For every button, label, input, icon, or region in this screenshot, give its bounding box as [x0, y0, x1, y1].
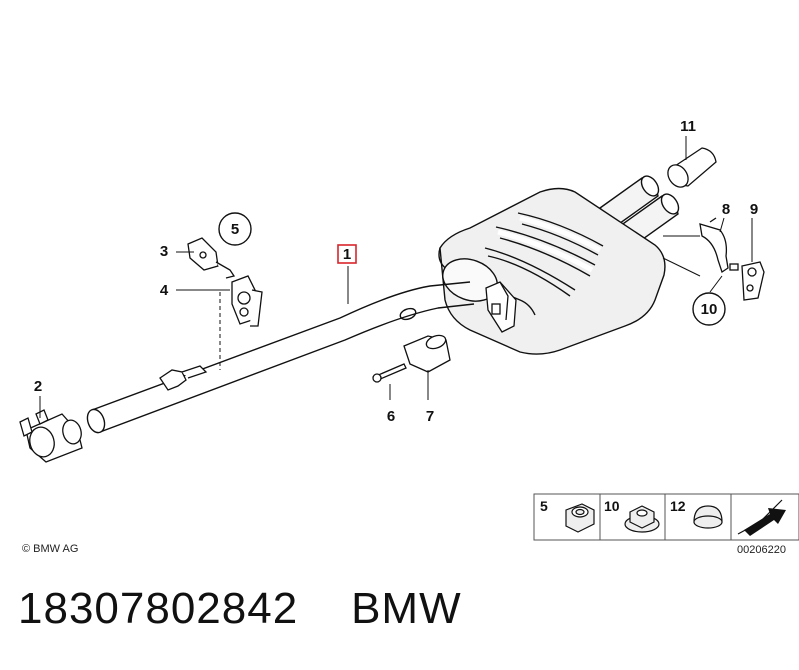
bolt-and-bush	[372, 334, 451, 383]
callout-6: 6	[387, 408, 395, 425]
rear-hanger	[699, 217, 765, 301]
tailpipe-sleeve	[667, 147, 717, 188]
nut-icon	[565, 503, 595, 533]
cap-icon	[693, 505, 723, 529]
flange-nut-icon	[624, 505, 660, 533]
copyright-text: © BMW AG	[22, 543, 78, 555]
front-bracket	[187, 237, 263, 327]
callout-4: 4	[160, 282, 169, 299]
callout-10: 10	[692, 292, 726, 326]
callout-2: 2	[34, 378, 42, 395]
svg-text:1: 1	[343, 246, 351, 263]
leader-lines	[39, 136, 753, 418]
direction-arrow-icon	[737, 499, 790, 536]
callout-3: 3	[160, 243, 168, 260]
callout-11: 11	[680, 118, 696, 135]
legend-box: 5 10 12	[533, 493, 799, 541]
callout-8: 8	[722, 201, 730, 218]
pipe-clamp	[19, 409, 83, 463]
callout-5: 5	[218, 212, 252, 246]
legend-5: 5	[540, 498, 548, 514]
svg-text:10: 10	[701, 301, 718, 318]
legend-10: 10	[604, 498, 620, 514]
callout-1: 1	[337, 244, 357, 264]
center-pipe	[86, 281, 475, 434]
pipe-hanger	[159, 281, 517, 391]
legend-12: 12	[670, 498, 686, 514]
callout-7: 7	[426, 408, 434, 425]
part-number-caption: 18307802842 BMW	[18, 584, 462, 633]
svg-text:5: 5	[231, 221, 239, 238]
rear-muffler	[438, 175, 680, 355]
diagram-code: 00206220	[737, 544, 786, 556]
callout-9: 9	[750, 201, 758, 218]
